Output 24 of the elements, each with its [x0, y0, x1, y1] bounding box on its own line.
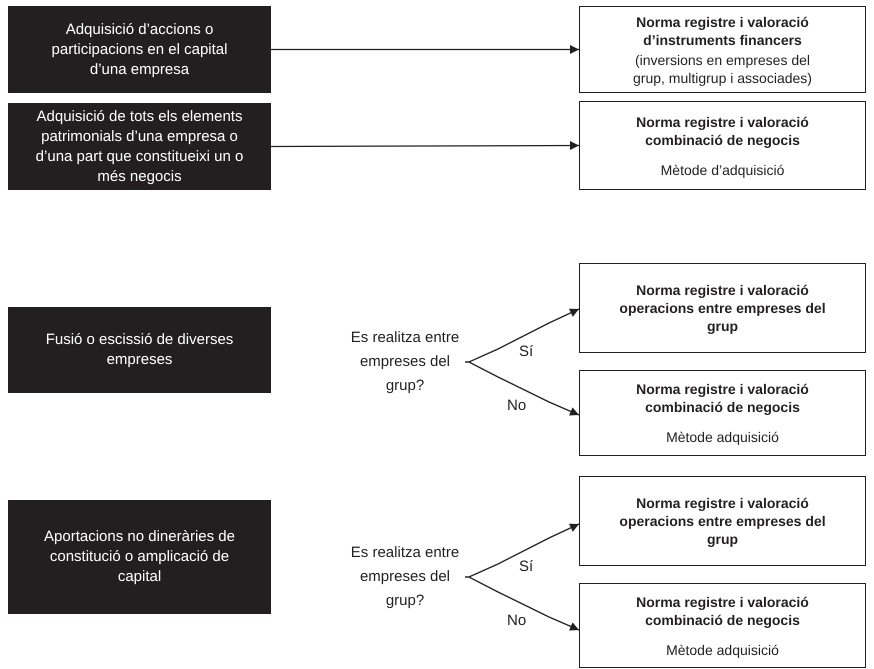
edge-label: Sí	[519, 559, 534, 575]
step-box: Fusió o escissió de diverses empreses	[8, 307, 271, 393]
rule-heading: Norma registre i valoració combinació de negocis	[635, 380, 810, 416]
step-box: Adquisició de tots els elements patrimonials d’una empresa o d’una part que constitueixi un o més negocis	[8, 103, 271, 190]
question-text: Es realitza entre empreses del grup?	[345, 326, 465, 398]
step-box: Aportacions no dineràries de constitució o amplicació de capital	[8, 500, 271, 614]
rule-note: Mètode adquisició	[666, 428, 779, 446]
edge-label: Sí	[519, 344, 534, 360]
rule-heading: Norma registre i valoració d’instruments financers	[635, 12, 810, 48]
arrow	[271, 141, 579, 150]
step-box: Adquisició d’accions o participacions en el capital d’una empresa	[8, 6, 271, 93]
rule-note: Mètode d’adquisició	[660, 160, 784, 178]
arrow	[465, 576, 580, 631]
arrow	[465, 361, 580, 416]
rule-heading: Norma registre i valoració combinació de negocis	[635, 112, 810, 148]
rule-note: (inversions en empreses del grup, multigrup i associades)	[632, 50, 813, 86]
rule-heading: Norma registre i valoració operacions entre empreses del grup	[618, 494, 827, 548]
rule-heading: Norma registre i valoració combinació de negocis	[635, 592, 810, 628]
arrow	[271, 45, 579, 54]
rule-heading: Norma registre i valoració operacions entre empreses del grup	[618, 281, 827, 335]
edge-label: No	[507, 398, 526, 414]
edge-label: No	[507, 613, 526, 629]
rule-note: Mètode adquisició	[666, 640, 779, 658]
question-text: Es realitza entre empreses del grup?	[345, 541, 465, 613]
